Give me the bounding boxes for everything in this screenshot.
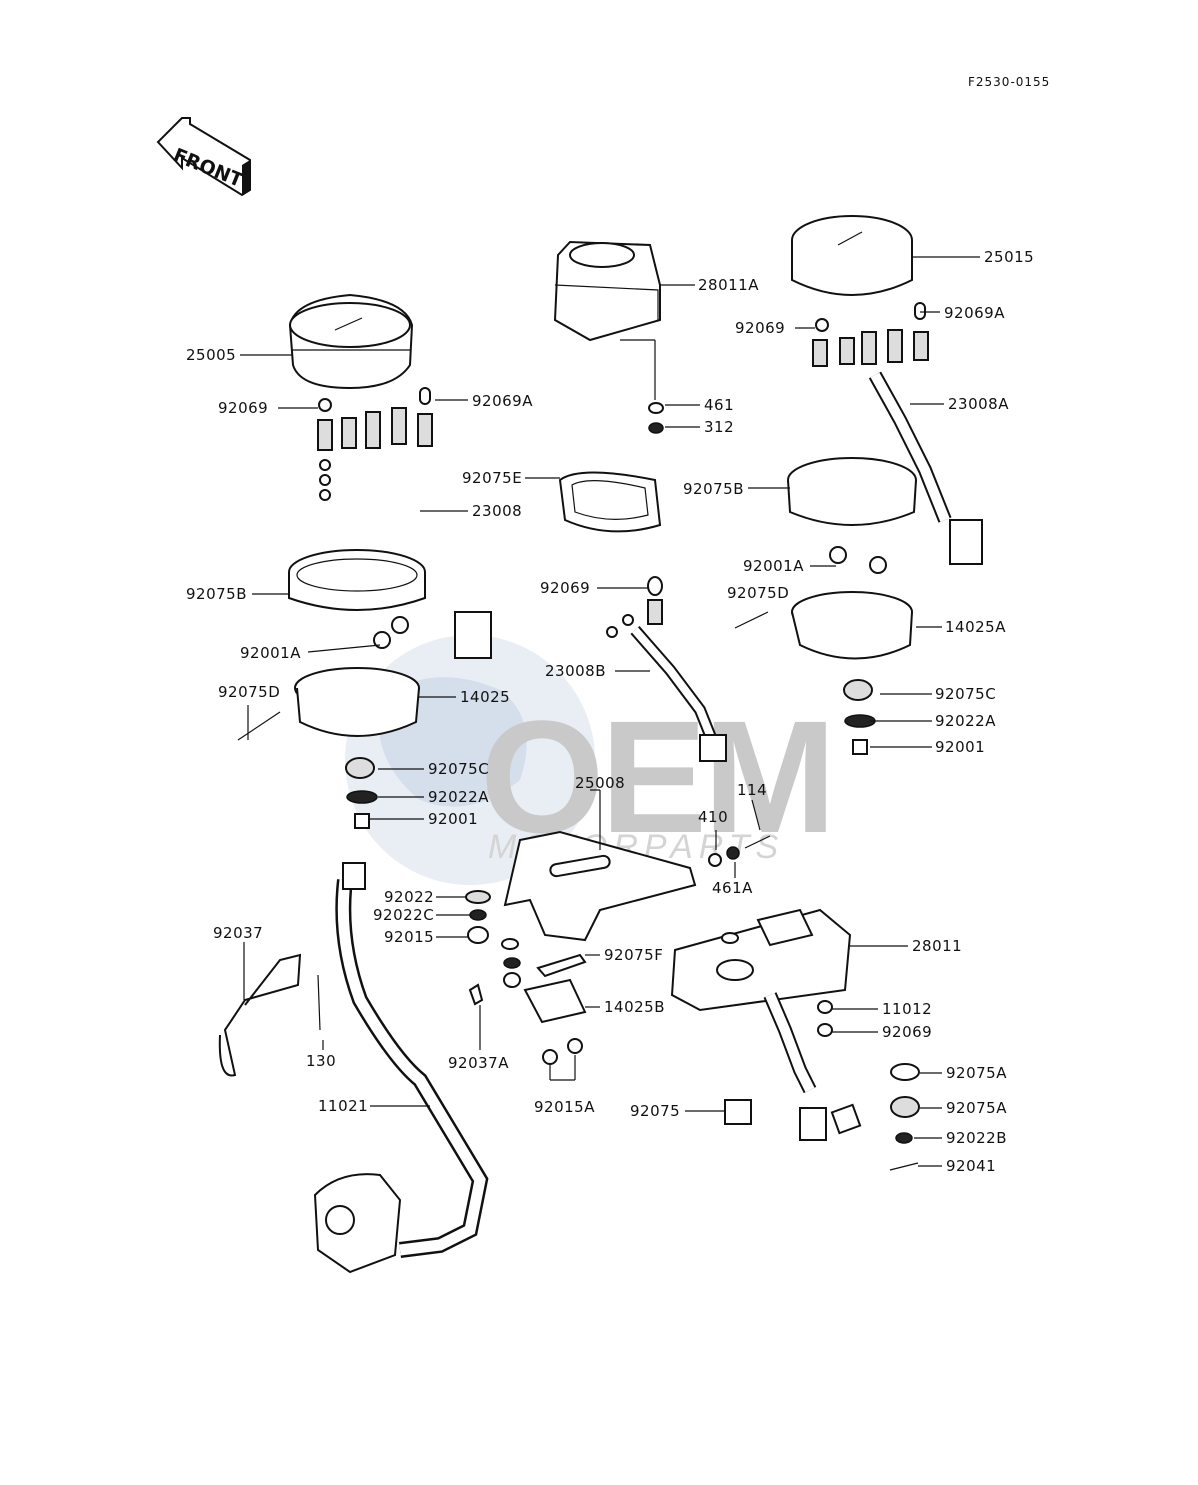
cable-assembly bbox=[218, 862, 489, 1274]
part-label: 410 bbox=[698, 808, 728, 826]
part-label: 92069 bbox=[540, 579, 590, 597]
part-label: 92022A bbox=[428, 788, 489, 806]
part-label: 92037 bbox=[213, 924, 263, 942]
part-label: 92041 bbox=[946, 1157, 996, 1175]
part-label: 14025B bbox=[604, 998, 665, 1016]
part-label: 114 bbox=[737, 781, 767, 799]
part-label: 92022A bbox=[935, 712, 996, 730]
part-label: 92001A bbox=[240, 644, 301, 662]
front-arrow-icon: FRONT bbox=[156, 117, 251, 197]
part-label: 92022 bbox=[384, 888, 434, 906]
part-label: 92075F bbox=[604, 946, 663, 964]
part-label: 92037A bbox=[448, 1054, 509, 1072]
part-label: 92001 bbox=[428, 810, 478, 828]
part-label: 92075E bbox=[462, 469, 522, 487]
part-label: 23008 bbox=[472, 502, 522, 520]
bracket-assembly bbox=[465, 789, 771, 1065]
part-label: 92015A bbox=[534, 1098, 595, 1116]
part-label: 28011A bbox=[698, 276, 759, 294]
part-label: 23008A bbox=[948, 395, 1009, 413]
part-label: 11012 bbox=[882, 1000, 932, 1018]
part-label: 92075A bbox=[946, 1099, 1007, 1117]
part-label: 14025A bbox=[945, 618, 1006, 636]
part-label: 92015 bbox=[384, 928, 434, 946]
part-label: 25015 bbox=[984, 248, 1034, 266]
leader-lines bbox=[240, 256, 980, 1167]
part-label: 92069A bbox=[944, 304, 1005, 322]
part-label: 92075B bbox=[186, 585, 247, 603]
part-label: 312 bbox=[704, 418, 734, 436]
part-label: 92022B bbox=[946, 1129, 1007, 1147]
part-label: 25005 bbox=[186, 346, 236, 364]
right-meter-assembly bbox=[734, 215, 983, 755]
part-label: 11021 bbox=[318, 1097, 368, 1115]
part-label: 25008 bbox=[575, 774, 625, 792]
part-label: 28011 bbox=[912, 937, 962, 955]
part-label: 92022C bbox=[373, 906, 434, 924]
left-meter-assembly bbox=[237, 293, 492, 829]
part-label: 461A bbox=[712, 879, 753, 897]
indicator-panel-assembly bbox=[670, 908, 920, 1171]
part-label: 130 bbox=[306, 1052, 336, 1070]
part-label: 92075C bbox=[935, 685, 996, 703]
part-label: 92075 bbox=[630, 1102, 680, 1120]
part-label: 92069 bbox=[735, 319, 785, 337]
part-label: 92069 bbox=[882, 1023, 932, 1041]
part-label: 92069 bbox=[218, 399, 268, 417]
part-label: 23008B bbox=[545, 662, 606, 680]
part-label: 92075A bbox=[946, 1064, 1007, 1082]
part-label: 461 bbox=[704, 396, 734, 414]
part-label: 92075B bbox=[683, 480, 744, 498]
part-label: 92075D bbox=[218, 683, 280, 701]
part-label: 92001A bbox=[743, 557, 804, 575]
diagram-code: F2530-0155 bbox=[968, 75, 1050, 89]
part-label: 92075D bbox=[727, 584, 789, 602]
fuel-gauge-assembly bbox=[553, 240, 727, 762]
part-label: 92075C bbox=[428, 760, 489, 778]
part-label: 92001 bbox=[935, 738, 985, 756]
part-label: 92069A bbox=[472, 392, 533, 410]
part-label: 14025 bbox=[460, 688, 510, 706]
part-number-labels: 25015 28011A 92069A 92069 25005 92069A 9… bbox=[186, 248, 1034, 1175]
